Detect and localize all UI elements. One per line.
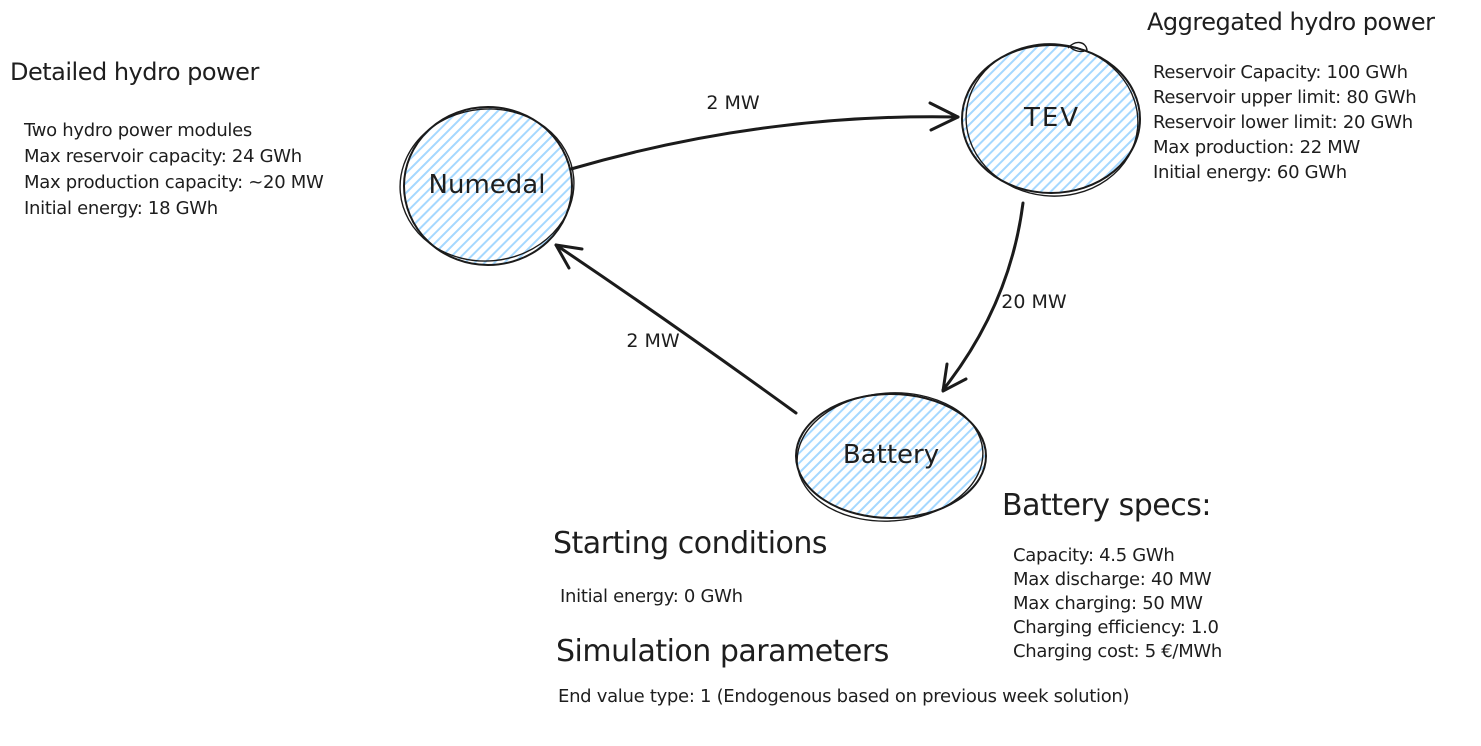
detailed-hydro-title[interactable]: Detailed hydro power — [10, 58, 259, 86]
edge-label-numedal-tev: 2 MW — [706, 92, 760, 114]
text-line: Initial energy: 18 GWh — [24, 198, 218, 219]
text-line: Two hydro power modules — [24, 120, 252, 141]
arrowhead-icon — [928, 101, 960, 132]
battery-specs-title[interactable]: Battery specs: — [1002, 488, 1211, 523]
text-line: Reservoir Capacity: 100 GWh — [1153, 62, 1408, 83]
text-line: Capacity: 4.5 GWh — [1013, 545, 1175, 566]
battery-specs-lines[interactable]: Capacity: 4.5 GWh Max discharge: 40 MW M… — [1013, 544, 1222, 664]
aggregated-hydro-lines[interactable]: Reservoir Capacity: 100 GWh Reservoir up… — [1153, 60, 1417, 185]
text-line: Charging cost: 5 €/MWh — [1013, 641, 1223, 662]
edge-line — [554, 243, 798, 415]
edge-line — [569, 115, 960, 171]
starting-conditions-title[interactable]: Starting conditions — [553, 526, 828, 561]
text-line: Max production: 22 MW — [1153, 137, 1361, 158]
node-label-battery: Battery — [842, 440, 940, 470]
text-line: Reservoir upper limit: 80 GWh — [1153, 87, 1417, 108]
edge-numedal-to-tev[interactable] — [569, 101, 960, 171]
edge-label-battery-numedal: 2 MW — [626, 330, 680, 352]
edge-label-tev-battery: 20 MW — [1001, 291, 1067, 313]
text-line: Reservoir lower limit: 20 GWh — [1153, 112, 1413, 133]
text-line: Max discharge: 40 MW — [1013, 569, 1212, 590]
node-circle — [403, 106, 573, 266]
text-line: Initial energy: 0 GWh — [560, 586, 743, 607]
aggregated-hydro-title[interactable]: Aggregated hydro power — [1147, 8, 1435, 36]
node-circle-sketch-stroke — [399, 108, 575, 262]
node-circle — [795, 393, 987, 519]
text-line: Max charging: 50 MW — [1013, 593, 1203, 614]
text-line: Charging efficiency: 1.0 — [1013, 617, 1219, 638]
text-line: End value type: 1 (Endogenous based on p… — [558, 686, 1130, 707]
node-circle-sketch-stroke — [796, 392, 984, 522]
edge-tev-to-battery[interactable] — [941, 201, 1025, 393]
simulation-parameters-lines[interactable]: End value type: 1 (Endogenous based on p… — [558, 684, 1130, 710]
node-tev[interactable] — [959, 35, 1146, 204]
node-circle-sketch-stroke — [965, 43, 1139, 197]
detailed-hydro-lines[interactable]: Two hydro power modules Max reservoir ca… — [24, 118, 324, 222]
node-numedal[interactable] — [394, 102, 581, 269]
text-line: Max reservoir capacity: 24 GWh — [24, 146, 302, 167]
starting-conditions-lines[interactable]: Initial energy: 0 GWh — [560, 584, 743, 610]
text-line: Max production capacity: ~20 MW — [24, 172, 324, 193]
simulation-parameters-title[interactable]: Simulation parameters — [556, 634, 889, 669]
node-battery[interactable] — [793, 387, 987, 528]
arrowhead-icon — [554, 243, 584, 270]
edge-line — [941, 201, 1025, 392]
node-circle — [961, 44, 1141, 194]
node-label-tev: TEV — [1023, 103, 1081, 133]
arrowhead-icon — [941, 362, 968, 393]
node-label-numedal: Numedal — [428, 170, 546, 200]
text-line: Initial energy: 60 GWh — [1153, 162, 1347, 183]
node-sketch-squiggle — [1067, 41, 1088, 53]
edge-battery-to-numedal[interactable] — [554, 243, 798, 415]
